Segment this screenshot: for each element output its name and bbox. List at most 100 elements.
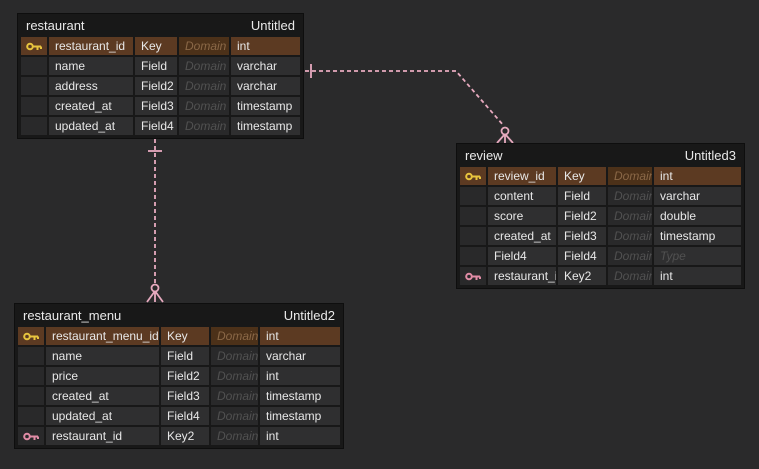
column-key[interactable]: Field	[161, 347, 209, 365]
column-key[interactable]: Field2	[135, 77, 177, 95]
table-name[interactable]: restaurant_menu	[23, 308, 122, 323]
column-domain[interactable]: Domain	[179, 57, 229, 75]
column-key[interactable]: Field3	[161, 387, 209, 405]
column-name[interactable]: score	[488, 207, 556, 225]
column-name[interactable]: content	[488, 187, 556, 205]
column-domain[interactable]: Domain	[211, 327, 258, 345]
table-name[interactable]: restaurant	[26, 18, 85, 33]
table-row[interactable]: Field4 Field4 Domain Type	[460, 247, 741, 265]
column-domain[interactable]: Domain	[211, 427, 258, 445]
column-key[interactable]: Field2	[558, 207, 606, 225]
table-subtitle[interactable]: Untitled	[250, 18, 295, 33]
table-row[interactable]: name Field Domain varchar	[21, 57, 300, 75]
column-type[interactable]: varchar	[260, 347, 340, 365]
column-domain[interactable]: Domain	[608, 247, 652, 265]
entity-table-review[interactable]: review Untitled3 review_id Key Domain in…	[456, 143, 745, 289]
column-type[interactable]: int	[260, 367, 340, 385]
column-type[interactable]: double	[654, 207, 741, 225]
table-row[interactable]: content Field Domain varchar	[460, 187, 741, 205]
column-name[interactable]: created_at	[46, 387, 159, 405]
column-key[interactable]: Field4	[558, 247, 606, 265]
column-name[interactable]: name	[49, 57, 133, 75]
table-row[interactable]: name Field Domain varchar	[18, 347, 340, 365]
column-name[interactable]: review_id	[488, 167, 556, 185]
table-row[interactable]: updated_at Field4 Domain timestamp	[21, 117, 300, 135]
column-type[interactable]: int	[654, 167, 741, 185]
column-domain[interactable]: Domain	[179, 77, 229, 95]
column-type[interactable]: int	[260, 327, 340, 345]
table-title-bar[interactable]: restaurant_menu Untitled2	[18, 304, 340, 327]
column-type[interactable]: Type	[654, 247, 741, 265]
column-key[interactable]: Key2	[161, 427, 209, 445]
column-name[interactable]: created_at	[49, 97, 133, 115]
column-key[interactable]: Key2	[558, 267, 606, 285]
column-key[interactable]: Key	[161, 327, 209, 345]
column-type[interactable]: timestamp	[231, 97, 300, 115]
table-row[interactable]: restaurant_id Key2 Domain int	[18, 427, 340, 445]
column-type[interactable]: varchar	[231, 57, 300, 75]
column-type[interactable]: int	[231, 37, 300, 55]
table-title-bar[interactable]: restaurant Untitled	[21, 14, 300, 37]
column-domain[interactable]: Domain	[211, 387, 258, 405]
column-name[interactable]: created_at	[488, 227, 556, 245]
column-type[interactable]: timestamp	[260, 387, 340, 405]
column-type[interactable]: int	[654, 267, 741, 285]
column-name[interactable]: restaurant_id	[49, 37, 133, 55]
relationship-restaurant-review[interactable]	[305, 64, 514, 144]
column-type[interactable]: timestamp	[231, 117, 300, 135]
column-name[interactable]: name	[46, 347, 159, 365]
table-row[interactable]: created_at Field3 Domain timestamp	[18, 387, 340, 405]
column-key[interactable]: Field	[135, 57, 177, 75]
entity-table-restaurant[interactable]: restaurant Untitled restaurant_id Key Do…	[17, 13, 304, 139]
column-key[interactable]: Field4	[135, 117, 177, 135]
entity-table-restaurant-menu[interactable]: restaurant_menu Untitled2 restaurant_men…	[14, 303, 344, 449]
column-key[interactable]: Field2	[161, 367, 209, 385]
column-domain[interactable]: Domain	[179, 97, 229, 115]
table-subtitle[interactable]: Untitled2	[283, 308, 335, 323]
table-row[interactable]: created_at Field3 Domain timestamp	[21, 97, 300, 115]
column-type[interactable]: varchar	[654, 187, 741, 205]
column-domain[interactable]: Domain	[608, 167, 652, 185]
table-name[interactable]: review	[465, 148, 503, 163]
column-name[interactable]: address	[49, 77, 133, 95]
column-domain[interactable]: Domain	[608, 187, 652, 205]
column-key[interactable]: Key	[135, 37, 177, 55]
column-domain[interactable]: Domain	[608, 207, 652, 225]
column-domain[interactable]: Domain	[608, 267, 652, 285]
column-domain[interactable]: Domain	[211, 367, 258, 385]
relationship-line[interactable]	[305, 70, 505, 127]
table-row[interactable]: address Field2 Domain varchar	[21, 77, 300, 95]
column-key[interactable]: Field3	[558, 227, 606, 245]
column-key[interactable]: Field4	[161, 407, 209, 425]
table-row[interactable]: restaurant_id Key2 Domain int	[460, 267, 741, 285]
column-type[interactable]: timestamp	[260, 407, 340, 425]
table-row[interactable]: review_id Key Domain int	[460, 167, 741, 185]
column-domain[interactable]: Domain	[179, 117, 229, 135]
column-domain[interactable]: Domain	[179, 37, 229, 55]
column-domain[interactable]: Domain	[211, 347, 258, 365]
column-name[interactable]: restaurant_id	[488, 267, 556, 285]
table-row[interactable]: updated_at Field4 Domain timestamp	[18, 407, 340, 425]
relationship-restaurant-restaurant-menu[interactable]	[146, 139, 164, 303]
column-domain[interactable]: Domain	[608, 227, 652, 245]
column-name[interactable]: Field4	[488, 247, 556, 265]
table-row[interactable]: restaurant_id Key Domain int	[21, 37, 300, 55]
table-title-bar[interactable]: review Untitled3	[460, 144, 741, 167]
column-name[interactable]: restaurant_id	[46, 427, 159, 445]
table-row[interactable]: price Field2 Domain int	[18, 367, 340, 385]
column-name[interactable]: updated_at	[46, 407, 159, 425]
column-type[interactable]: varchar	[231, 77, 300, 95]
table-row[interactable]: created_at Field3 Domain timestamp	[460, 227, 741, 245]
column-name[interactable]: restaurant_menu_id	[46, 327, 159, 345]
table-subtitle[interactable]: Untitled3	[684, 148, 736, 163]
column-domain[interactable]: Domain	[211, 407, 258, 425]
column-key[interactable]: Field	[558, 187, 606, 205]
column-type[interactable]: int	[260, 427, 340, 445]
column-key[interactable]: Key	[558, 167, 606, 185]
column-key[interactable]: Field3	[135, 97, 177, 115]
column-type[interactable]: timestamp	[654, 227, 741, 245]
table-row[interactable]: score Field2 Domain double	[460, 207, 741, 225]
column-name[interactable]: updated_at	[49, 117, 133, 135]
table-row[interactable]: restaurant_menu_id Key Domain int	[18, 327, 340, 345]
